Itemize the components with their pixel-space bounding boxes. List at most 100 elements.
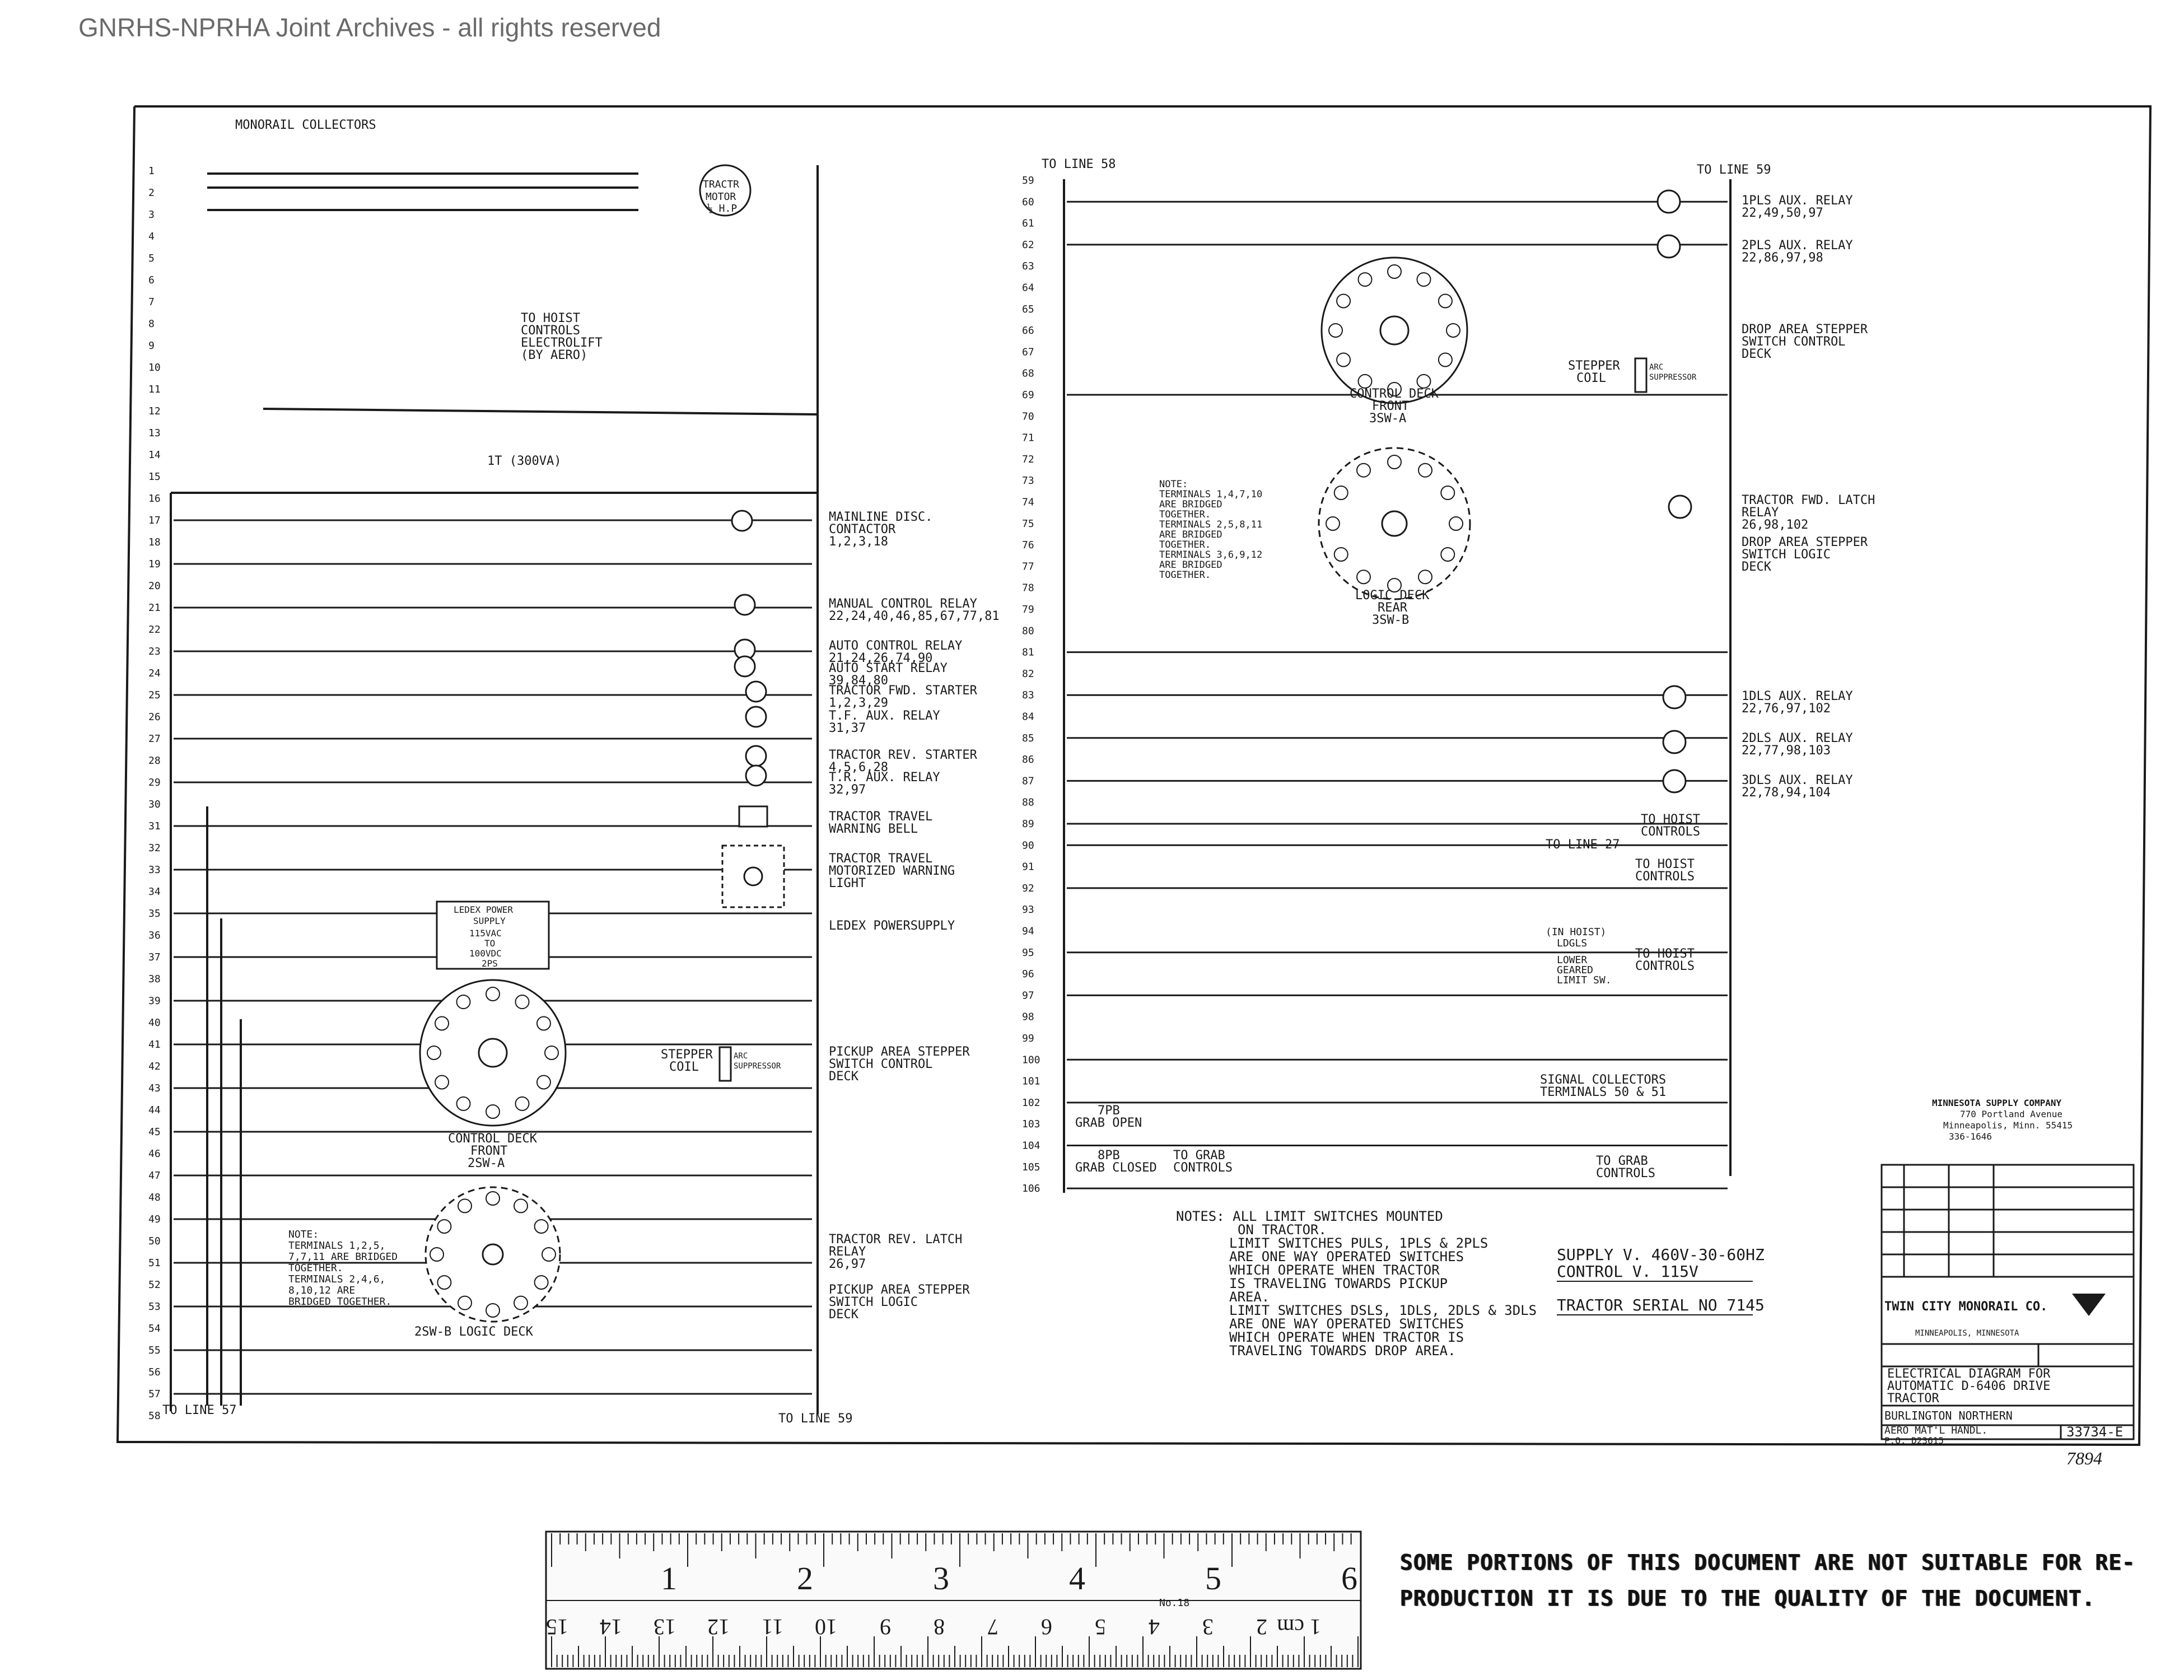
ledex-3: 115VAC [469,928,502,939]
deck-terminal [1387,455,1402,469]
rung-number: 6 [148,274,155,286]
hoist-controls-2: CONTROLS [521,324,580,338]
tr-aux-1: T.R. AUX. RELAY [829,771,940,785]
rung-number: 27 [148,733,161,745]
ruler-model: No.18 [1159,1597,1189,1609]
rung-number: 13 [148,427,161,439]
coil-md [731,510,753,532]
stamp-0: MINNESOTA SUPPLY COMPANY [1932,1098,2062,1108]
rung-number: 21 [148,602,161,614]
deck-terminal [486,1191,500,1206]
deck-terminal [1387,382,1402,396]
deck-terminal [536,1016,551,1031]
rung-number: 87 [1022,775,1034,787]
rung-number: 59 [1022,175,1034,186]
auto-start-2: 39,84,80 [829,674,888,688]
ruler-cm-label: 7 [987,1614,998,1640]
deck-terminal [437,1219,452,1234]
quality-notice-line-2: PRODUCTION IT IS DUE TO THE QUALITY OF T… [1400,1586,2096,1611]
auto-relay-2: 21,24,26,74,90 [829,651,932,665]
rung-number: 82 [1022,668,1034,680]
left-note-2: 7,7,11 ARE BRIDGED [288,1251,398,1263]
deck-terminal [456,995,471,1010]
rung-number: 14 [148,449,161,461]
deck-terminal [1356,463,1371,478]
rung-number: 33 [148,864,161,876]
left-note-4: TERMINALS 2,4,6, [288,1273,385,1285]
rung-number: 23 [148,646,161,657]
right-note-5: ARE BRIDGED [1159,529,1222,540]
ruler-cm-label: 3 [1202,1614,1214,1640]
to-line-59: TO LINE 59 [778,1412,852,1426]
deck-terminal [1387,578,1402,592]
notes-4: WHICH OPERATE WHEN TRACTOR [1229,1262,1440,1278]
deck-terminal [456,1096,471,1111]
stepper-coil-left-1: STEPPER [661,1048,713,1062]
drop-control-2: SWITCH CONTROL [1742,335,1845,349]
rung-number: 94 [1022,926,1034,937]
ruler-cm-label: 5 [1095,1614,1106,1640]
rung-number: 88 [1022,797,1034,809]
coil-right-6 [1662,769,1687,794]
coil-trx [745,764,767,787]
ruler-cm-label: 12 [707,1614,730,1640]
ruler-cm-label: 8 [934,1614,945,1640]
rung-number: 12 [148,405,161,417]
rung-number: 77 [1022,561,1034,572]
right-note-9: TOGETHER. [1159,570,1211,581]
ruler-cm-label: 14 [600,1614,622,1640]
grab-closed-1: 8PB [1098,1149,1120,1163]
rung-number: 103 [1022,1118,1040,1130]
fwd-latch-1: TRACTOR FWD. LATCH [1742,493,1875,507]
rung-number: 80 [1022,625,1034,637]
tf-aux-1: T.F. AUX. RELAY [829,709,940,723]
rung-number: 18 [148,536,161,548]
ruler-inch-label: 2 [797,1560,813,1597]
rung-number: 2 [148,187,155,199]
stepper-coil-right-2: COIL [1576,371,1606,385]
warning-light-2: MOTORIZED WARNING [829,864,955,878]
ledex-4: TO [484,938,495,949]
rung-number: 95 [1022,947,1034,959]
warning-bell-2: WARNING BELL [829,822,918,836]
2pls-relay-1: 2PLS AUX. RELAY [1742,239,1853,253]
deck-terminal [1328,323,1343,338]
ruler-inch-label: 3 [933,1560,949,1597]
deck-terminal [515,995,530,1010]
rung-number: 76 [1022,539,1034,551]
rung-number: 50 [148,1235,161,1247]
rung-number: 39 [148,995,161,1007]
rung-number: 84 [1022,711,1034,723]
deck-terminal [544,1046,559,1060]
drop-control-1: DROP AREA STEPPER [1742,323,1868,337]
deck-terminal [430,1247,444,1262]
tb-job: AERO MAT'L HANDL. [1884,1425,1987,1436]
ruler-inch-label: 4 [1069,1560,1085,1597]
rung-number: 52 [148,1279,161,1291]
control-deck-right-2: FRONT [1372,399,1409,413]
pickup-control-1: PICKUP AREA STEPPER [829,1045,970,1059]
rung-number: 74 [1022,497,1034,508]
rung-number: 32 [148,842,161,854]
tb-handwritten: 7894 [2066,1448,2102,1468]
rung-number: 3 [148,209,155,221]
rung-number: 10 [148,362,161,374]
fwd-starter-2: 1,2,3,29 [829,696,888,710]
tb-customer: BURLINGTON NORTHERN [1884,1409,2013,1422]
right-note-4: TERMINALS 2,5,8,11 [1159,519,1262,530]
fwd-starter-1: TRACTOR FWD. STARTER [829,684,978,698]
tb-po: P.O. D23615 [1884,1435,1944,1446]
deck-terminal [1336,293,1351,309]
to-hoist-1a: TO HOIST [1641,813,1700,827]
deck-terminal [514,1295,528,1310]
arc-left-2: SUPPRESSOR [734,1062,781,1071]
notes-7: LIMIT SWITCHES DSLS, 1DLS, 2DLS & 3DLS [1229,1303,1537,1318]
ruler-cm-label: 1 cm [1277,1614,1321,1640]
rung-number: 4 [148,231,155,242]
quality-notice-line-1: SOME PORTIONS OF THIS DOCUMENT ARE NOT S… [1400,1550,2136,1575]
logic-deck-right-3: 3SW-B [1372,613,1409,627]
control-deck-right-3: 3SW-A [1369,412,1406,426]
coil-right-5 [1662,730,1687,754]
notes-0: NOTES: ALL LIMIT SWITCHES MOUNTED [1176,1208,1443,1224]
